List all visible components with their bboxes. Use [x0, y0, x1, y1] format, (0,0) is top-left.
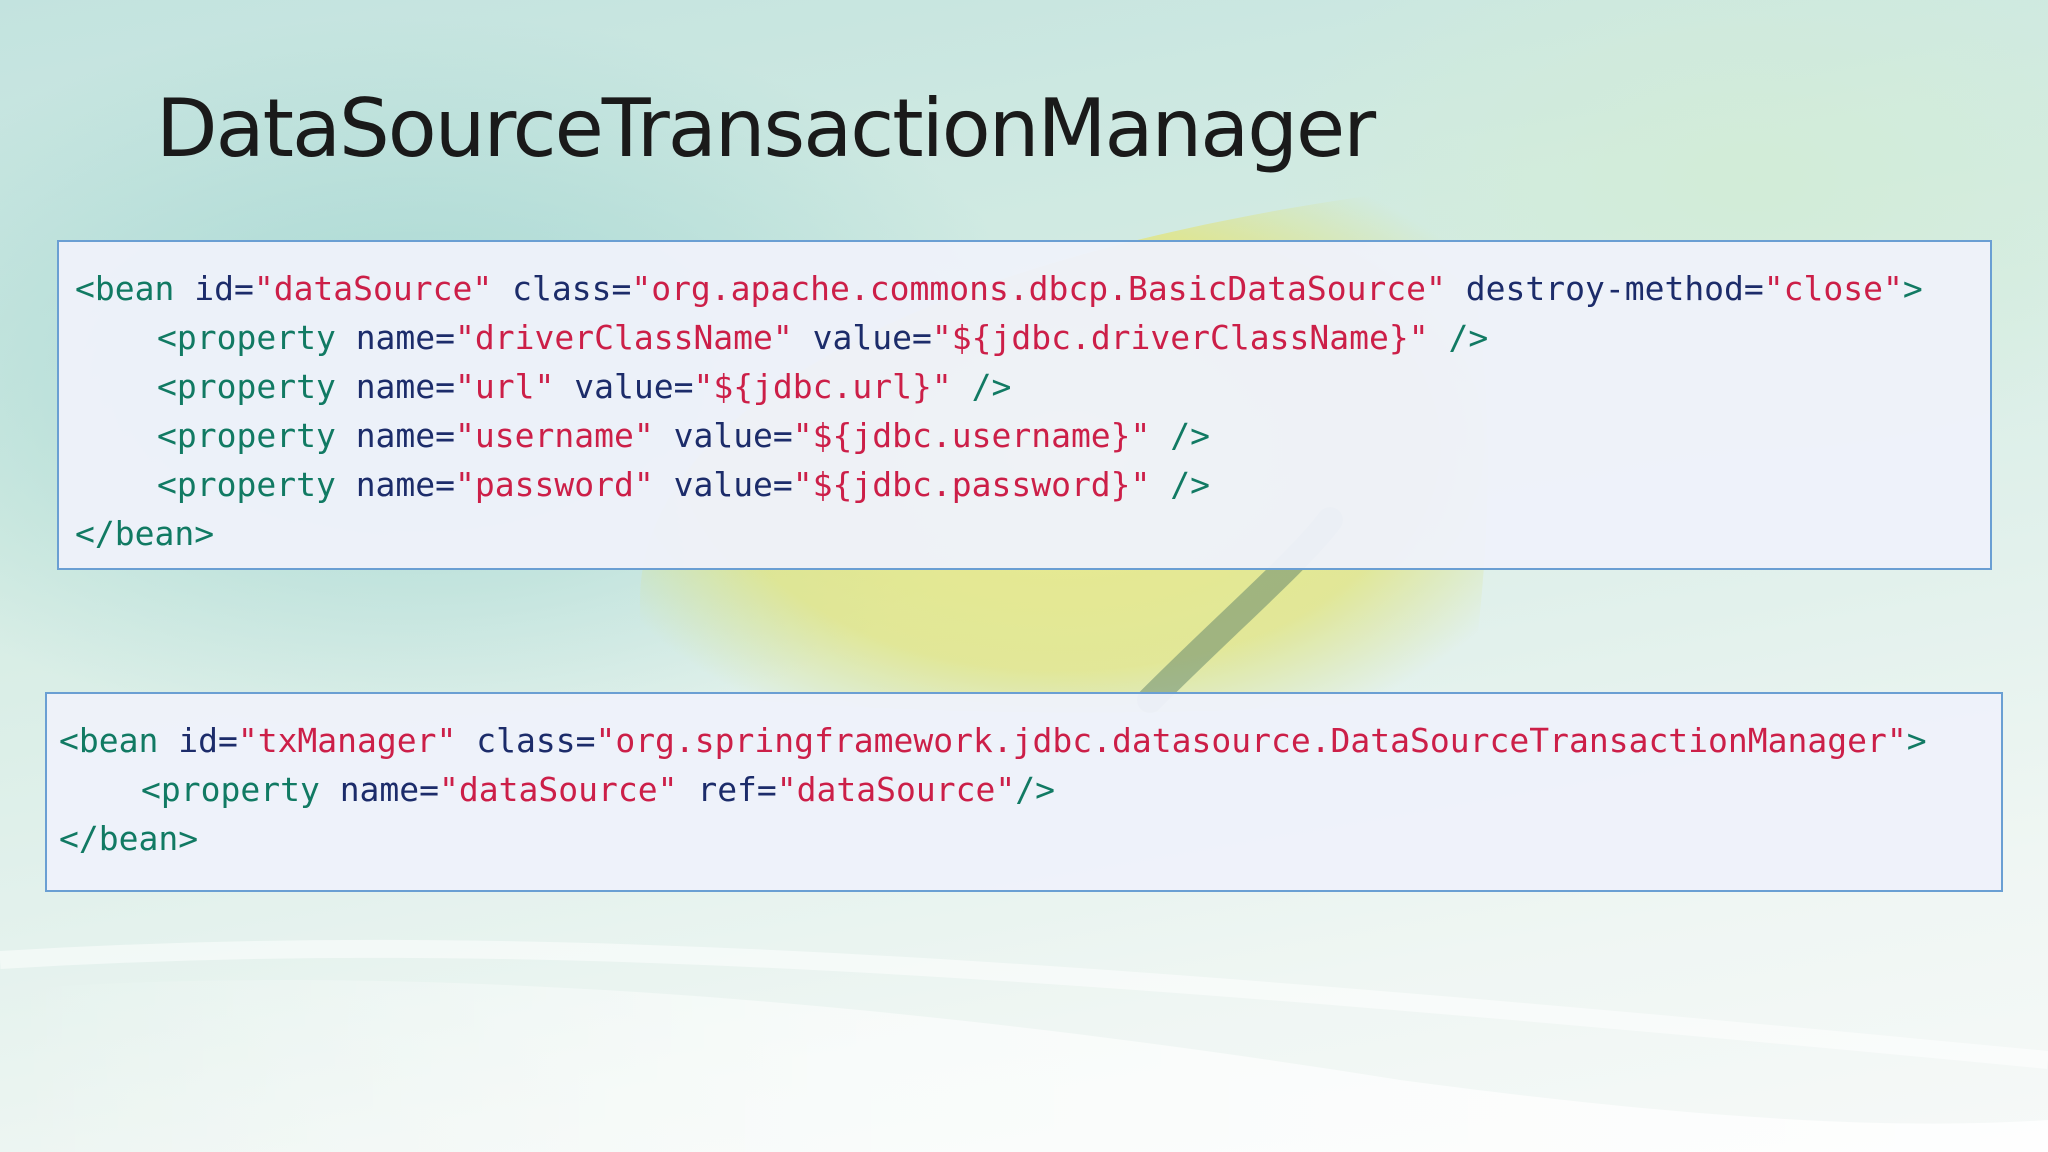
code-token-val: "close" — [1763, 269, 1903, 308]
code-token-tag: /> — [1150, 416, 1211, 455]
code-token-tag: /> — [1428, 318, 1489, 357]
code-token-attr: name= — [355, 465, 456, 504]
code-block-datasource: <bean id="dataSource" class="org.apache.… — [57, 240, 1992, 570]
code-token-val: "username" — [455, 416, 654, 455]
code-token-val: "url" — [455, 367, 555, 406]
code-token-val: "${jdbc.username}" — [792, 416, 1151, 455]
code-token-tag: <bean — [59, 721, 179, 760]
code-token-tag: <property — [157, 465, 356, 504]
code-token-attr: value= — [653, 416, 793, 455]
code-token-attr: name= — [339, 770, 440, 809]
code-line: <property name="password" value="${jdbc.… — [75, 460, 1990, 509]
code-token-tag: > — [1902, 269, 1923, 308]
code-token-tag: <bean — [75, 269, 195, 308]
code-token-attr: destroy-method= — [1445, 269, 1764, 308]
code-token-attr: class= — [456, 721, 596, 760]
code-line: </bean> — [59, 814, 2001, 863]
code-token-tag: /> — [1015, 770, 1055, 809]
code-line: <bean id="dataSource" class="org.apache.… — [75, 264, 1990, 313]
code-token-attr: value= — [792, 318, 932, 357]
code-line: <property name="driverClassName" value="… — [75, 313, 1990, 362]
code-line: <property name="username" value="${jdbc.… — [75, 411, 1990, 460]
code-token-tag: </bean> — [75, 514, 215, 553]
code-token-tag: <property — [157, 318, 356, 357]
code-token-val: "txManager" — [237, 721, 457, 760]
code-token-attr: class= — [492, 269, 632, 308]
code-line: <property name="url" value="${jdbc.url}"… — [75, 362, 1990, 411]
code-token-attr: name= — [355, 367, 456, 406]
code-token-attr: value= — [554, 367, 694, 406]
code-token-val: "${jdbc.password}" — [792, 465, 1151, 504]
code-token-val: "org.springframework.jdbc.datasource.Dat… — [595, 721, 1907, 760]
slide-title: DataSourceTransactionManager — [156, 82, 1376, 175]
code-token-tag: > — [1906, 721, 1927, 760]
code-line: </bean> — [75, 509, 1990, 558]
code-token-attr: value= — [653, 465, 793, 504]
code-token-val: "password" — [455, 465, 654, 504]
code-block-txmanager: <bean id="txManager" class="org.springfr… — [45, 692, 2003, 892]
code-token-tag: </bean> — [59, 819, 199, 858]
code-token-val: "${jdbc.driverClassName}" — [931, 318, 1429, 357]
code-token-val: "dataSource" — [253, 269, 493, 308]
code-token-tag: <property — [157, 416, 356, 455]
code-token-val: "dataSource" — [776, 770, 1016, 809]
code-token-tag: /> — [951, 367, 1012, 406]
code-token-val: "org.apache.commons.dbcp.BasicDataSource… — [631, 269, 1446, 308]
code-token-tag: <property — [141, 770, 340, 809]
code-token-val: "${jdbc.url}" — [693, 367, 952, 406]
code-token-attr: id= — [194, 269, 254, 308]
code-token-attr: name= — [355, 416, 456, 455]
wave-swoosh — [0, 980, 2048, 1152]
code-token-attr: id= — [178, 721, 238, 760]
wave-highlight — [0, 939, 2048, 1069]
code-token-attr: ref= — [677, 770, 777, 809]
code-token-attr: name= — [355, 318, 456, 357]
code-line: <property name="dataSource" ref="dataSou… — [59, 765, 2001, 814]
code-token-tag: <property — [157, 367, 356, 406]
code-token-val: "dataSource" — [439, 770, 678, 809]
code-token-tag: /> — [1150, 465, 1211, 504]
code-token-val: "driverClassName" — [455, 318, 793, 357]
code-line: <bean id="txManager" class="org.springfr… — [59, 716, 2001, 765]
